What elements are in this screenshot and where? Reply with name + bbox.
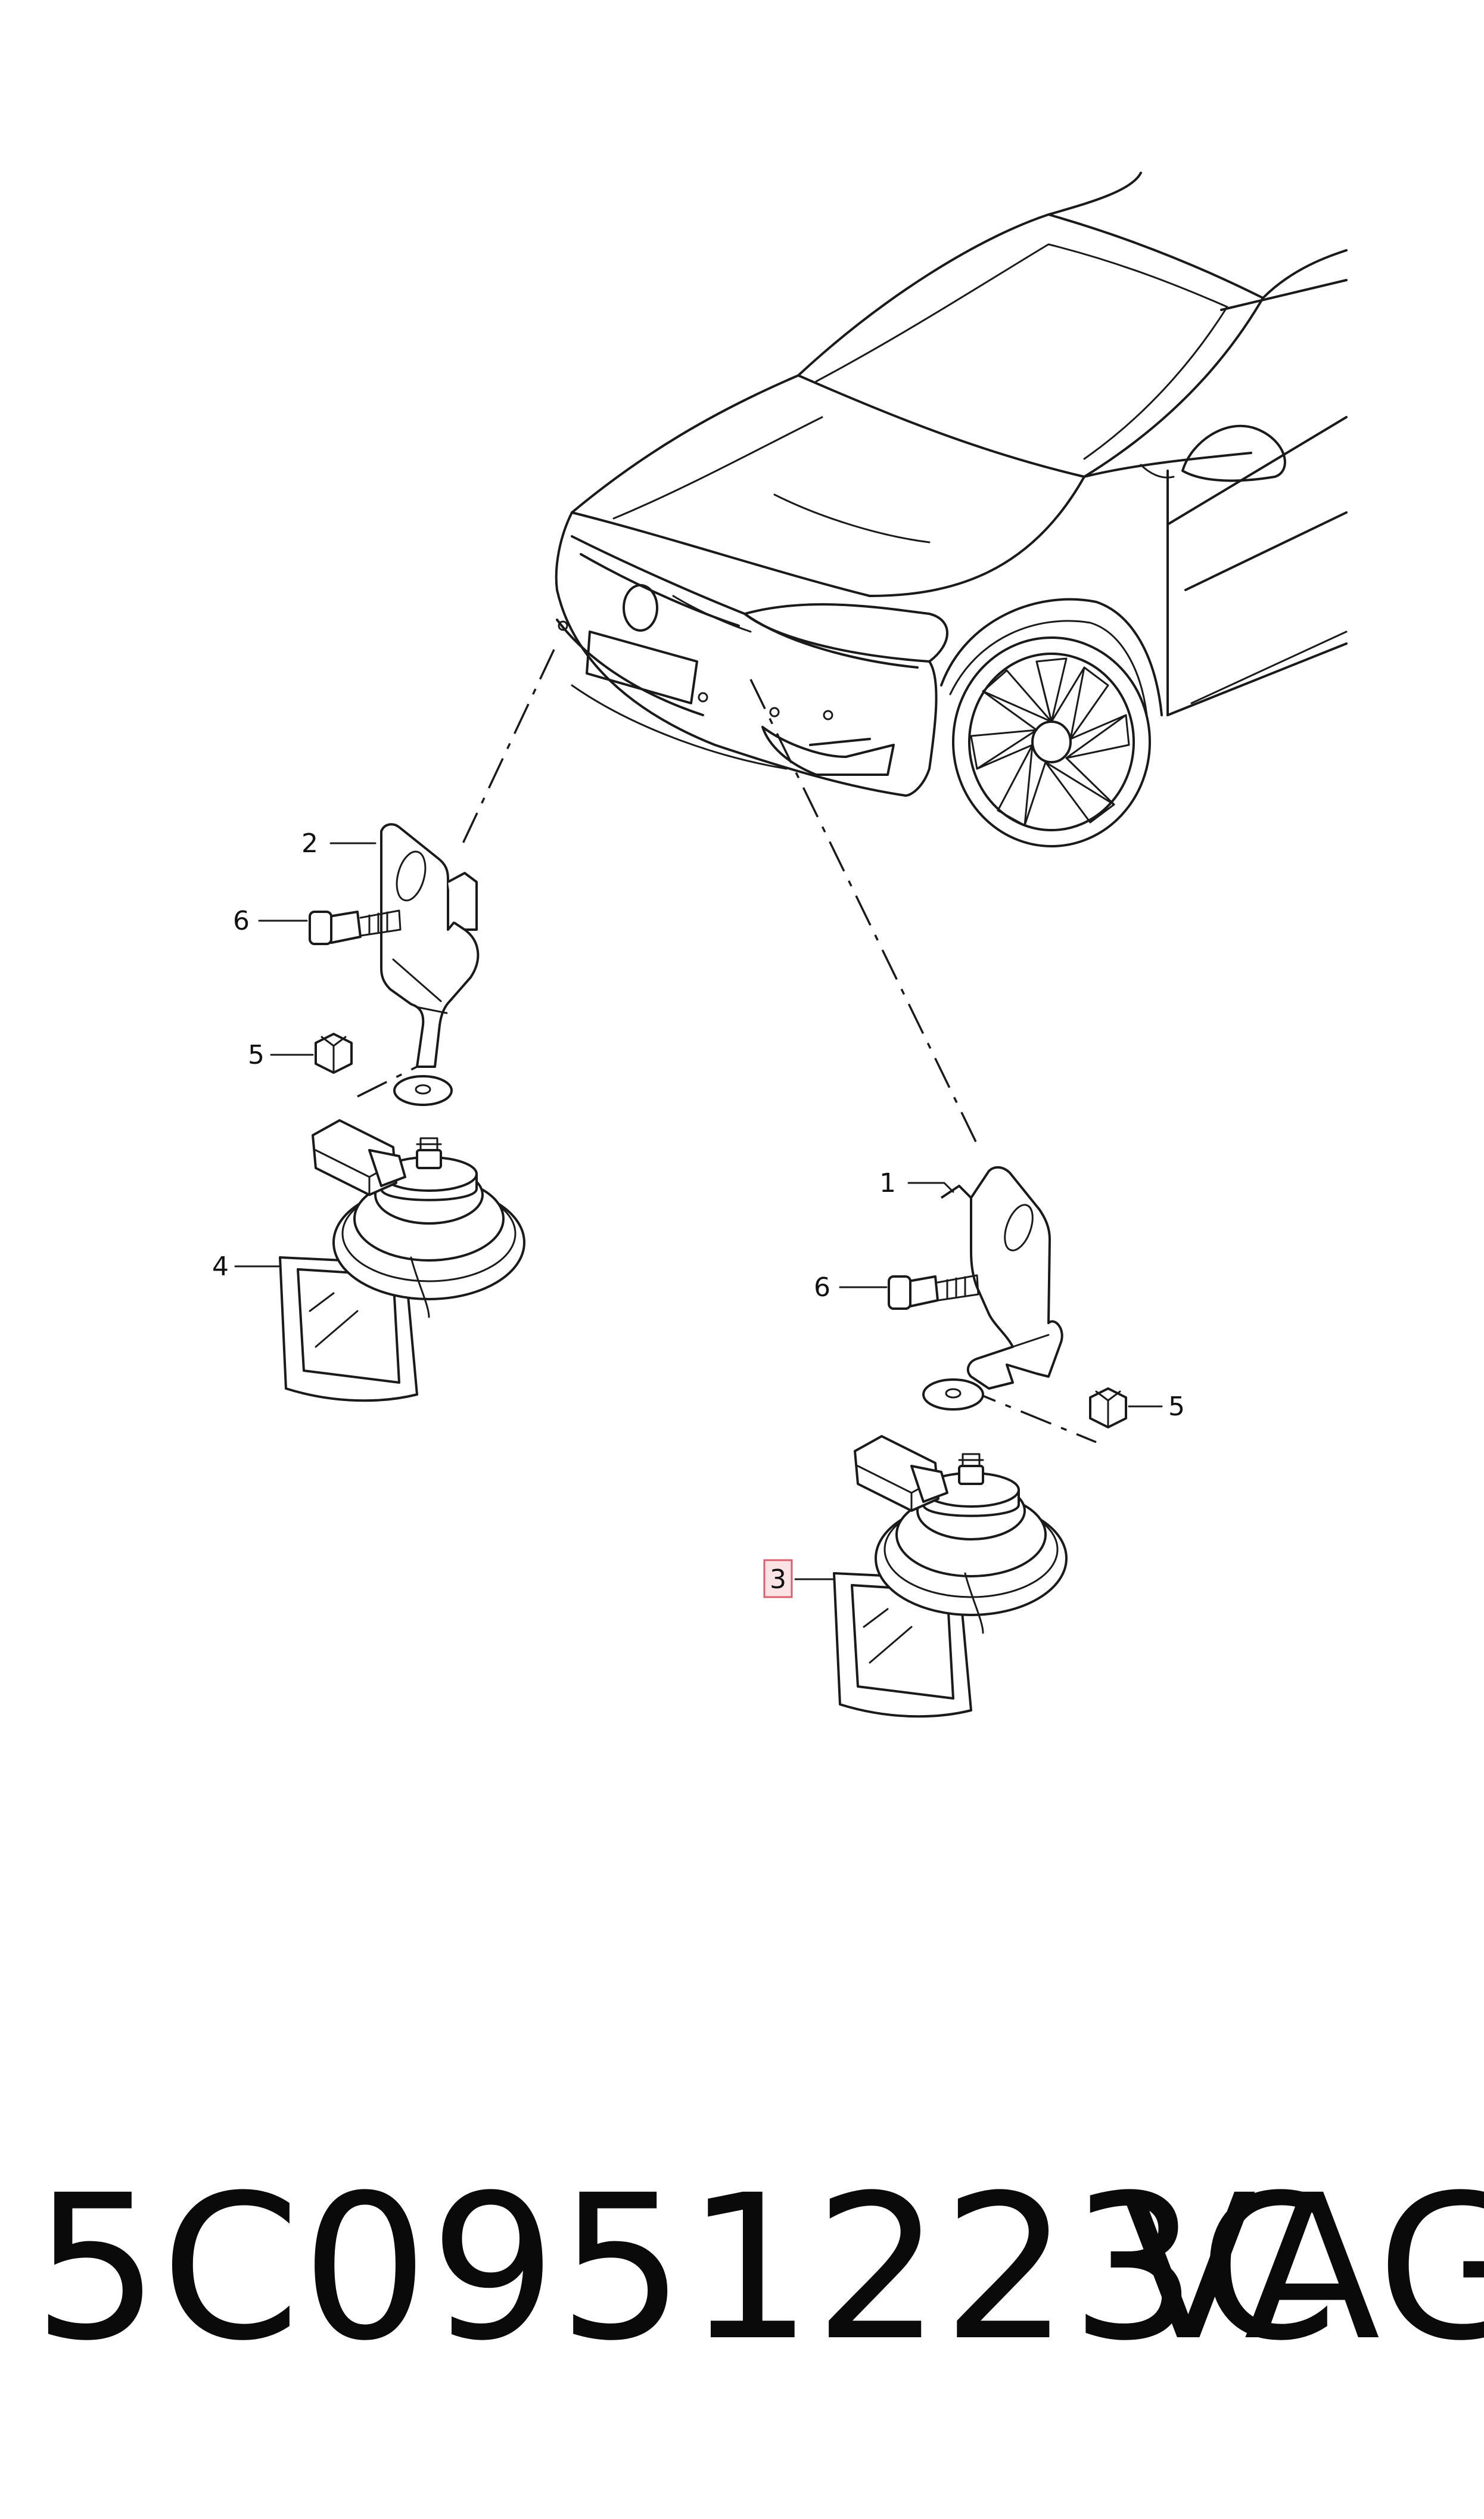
brand-label: VAG [1120,2153,1484,2385]
callout-6-right: 6 [814,1272,830,1303]
bracket-left [380,823,480,1068]
callout-5-right: 5 [1168,1391,1185,1422]
leader-line-right [749,679,978,1145]
callout-1: 1 [879,1168,896,1198]
callout-5-left: 5 [248,1040,265,1070]
callout-4: 4 [212,1251,229,1282]
callout-labels: 2 6 5 4 1 6 5 3 [212,828,1185,1598]
part-number: 5C0951223C [33,2153,1339,2385]
washer-right [922,1378,984,1411]
washer-left [393,1075,453,1106]
nut-left [315,1033,353,1074]
horn-left [279,1119,525,1402]
bracket-right [940,1166,1063,1390]
nut-right [1089,1387,1127,1428]
leader-line-nut-right [965,1387,1097,1443]
callout-3: 3 [770,1564,786,1595]
exploded-parts-diagram: 2 6 5 4 1 6 5 3 [212,172,1348,1718]
vehicle-front-illustration [555,172,1348,847]
horn-right [833,1435,1068,1718]
bolt-right [888,1274,979,1310]
leader-line-left [458,649,555,853]
callout-2: 2 [301,828,318,859]
callout-leaders [234,842,1163,1580]
leader-line-nut-left [357,1066,418,1098]
bolt-left [309,909,402,945]
callout-3-highlight [763,1559,793,1598]
callout-6-left: 6 [233,906,250,936]
